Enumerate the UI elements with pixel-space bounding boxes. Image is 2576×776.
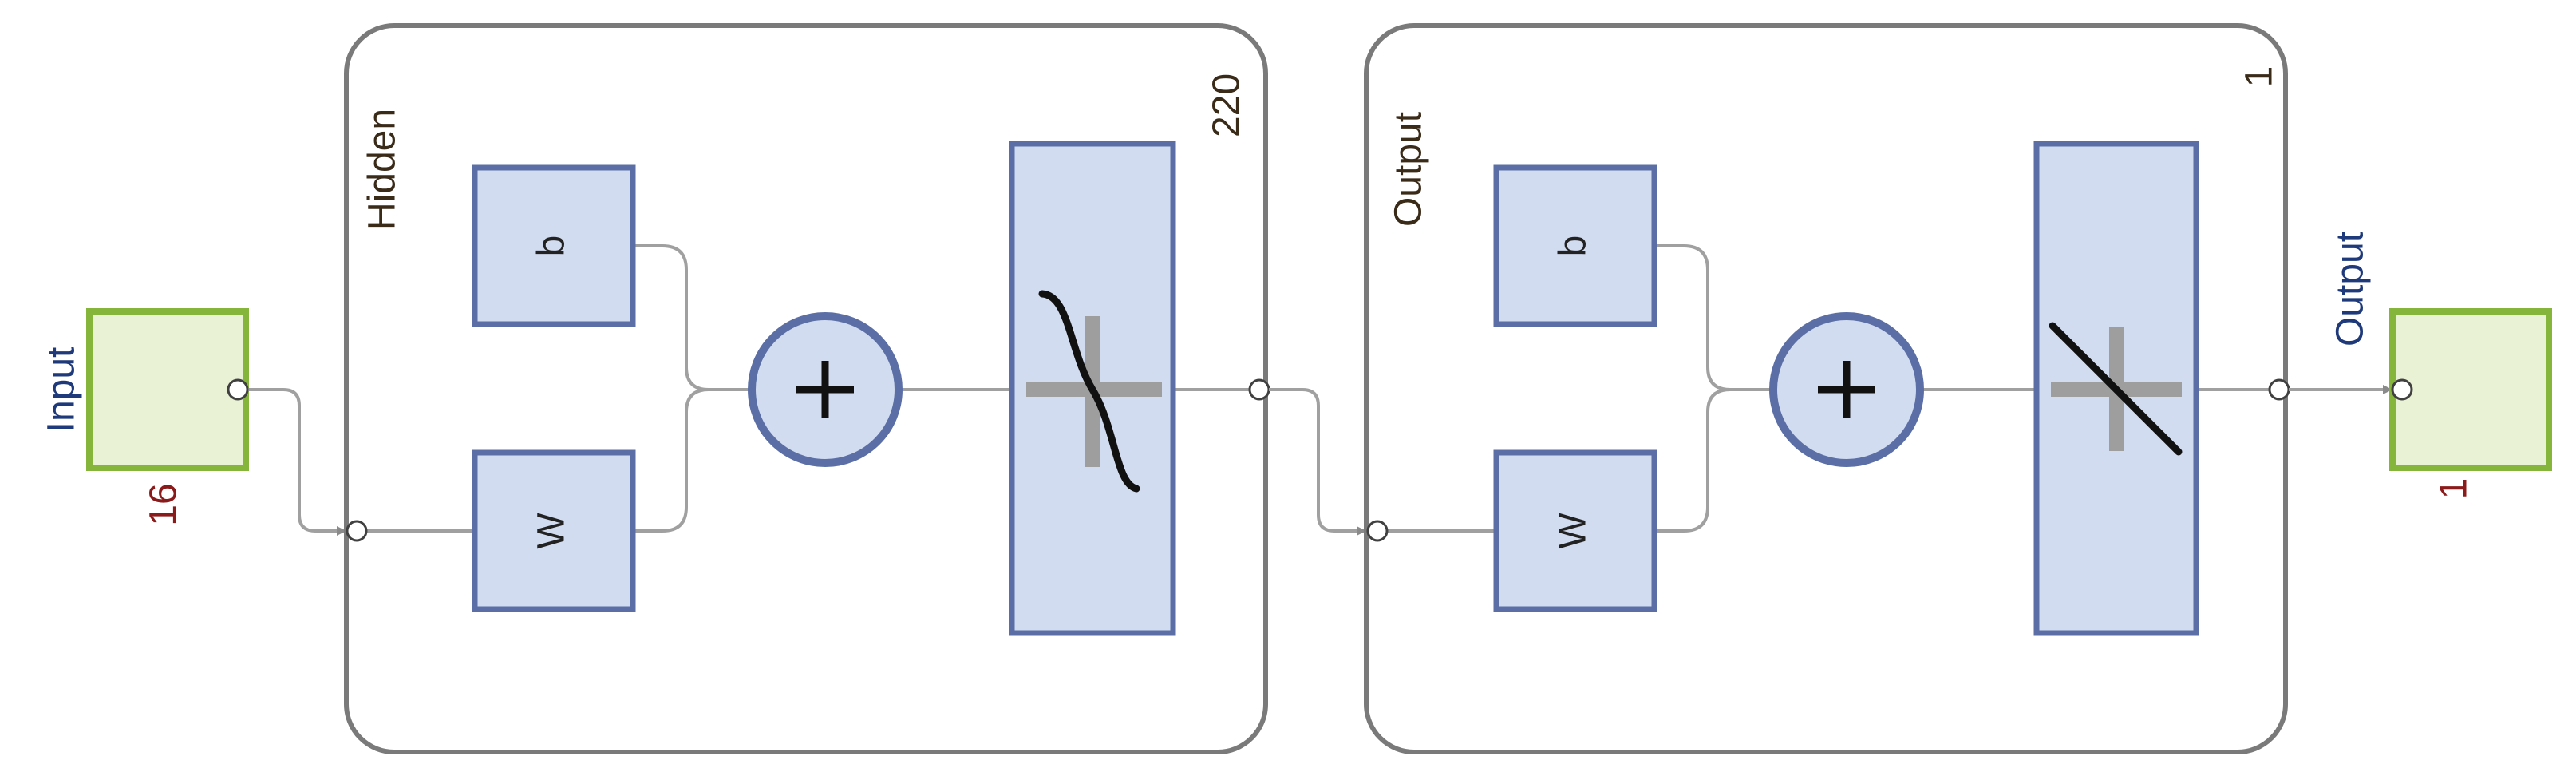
output-layer-label: Output bbox=[1388, 112, 1430, 227]
output-layer-output-port bbox=[2268, 378, 2290, 401]
plus-icon bbox=[796, 361, 854, 418]
hidden-sum-node[interactable] bbox=[748, 312, 903, 467]
output-transfer-block[interactable] bbox=[2033, 141, 2199, 636]
output-size: 1 bbox=[2433, 478, 2475, 500]
hidden-output-port bbox=[1248, 378, 1270, 401]
input-box[interactable] bbox=[86, 308, 249, 471]
hidden-transfer-block[interactable] bbox=[1009, 141, 1176, 636]
output-label: Output bbox=[2329, 232, 2372, 346]
purelin-icon bbox=[2049, 322, 2183, 456]
plus-icon bbox=[1818, 361, 1875, 418]
hidden-bias-block[interactable]: b bbox=[472, 164, 636, 327]
hidden-layer-label: Hidden bbox=[362, 109, 404, 230]
output-box[interactable] bbox=[2389, 308, 2552, 471]
output-layer-size: 1 bbox=[2238, 66, 2281, 88]
output-weight-wire bbox=[1654, 388, 1731, 533]
input-label: Input bbox=[41, 347, 83, 433]
input-port bbox=[227, 378, 249, 401]
output-sum-node[interactable] bbox=[1769, 312, 1924, 467]
output-bias-label: b bbox=[1552, 236, 1594, 257]
output-bias-block[interactable]: b bbox=[1493, 164, 1657, 327]
output-node[interactable]: Output 1 bbox=[2329, 232, 2552, 500]
hidden-input-port bbox=[346, 520, 368, 542]
hidden-weight-label: W bbox=[531, 513, 573, 549]
hidden-layer[interactable]: Hidden 220 b W bbox=[344, 23, 1270, 754]
hidden-bias-wire bbox=[633, 244, 750, 391]
hidden-weight-block[interactable]: W bbox=[472, 449, 636, 612]
output-weight-label: W bbox=[1552, 513, 1594, 549]
hidden-layer-size: 220 bbox=[1206, 73, 1248, 137]
output-layer-input-port bbox=[1366, 520, 1389, 542]
input-size: 16 bbox=[143, 483, 185, 525]
hidden-bias-label: b bbox=[531, 236, 573, 257]
hidden-to-output-wire bbox=[1269, 388, 1366, 536]
input-to-hidden-wire bbox=[246, 388, 346, 536]
output-bias-wire bbox=[1654, 244, 1772, 391]
tansig-icon bbox=[1026, 290, 1162, 493]
output-weight-block[interactable]: W bbox=[1493, 449, 1657, 612]
hidden-weight-wire bbox=[633, 388, 709, 533]
input-node[interactable]: Input 16 bbox=[41, 308, 249, 526]
output-layer[interactable]: Output 1 b W bbox=[1364, 23, 2290, 754]
output-port bbox=[2391, 378, 2413, 401]
